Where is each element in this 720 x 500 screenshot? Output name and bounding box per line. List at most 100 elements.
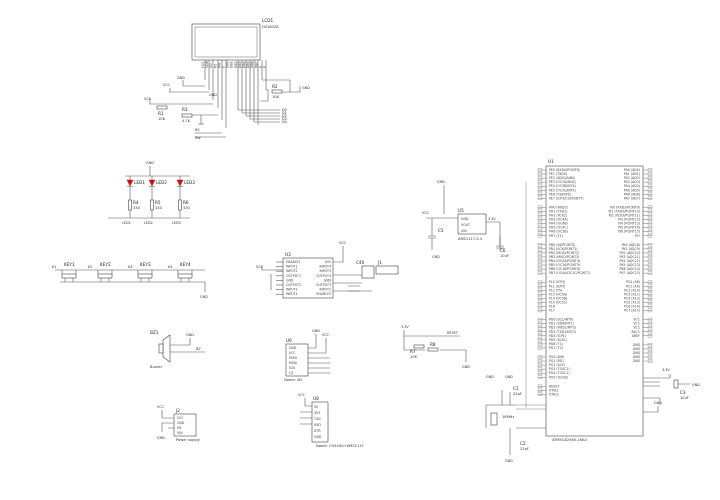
led-net: LED1 <box>122 221 131 225</box>
reg-gnd-bottom: GND <box>432 255 440 259</box>
mcu-right-pin: PA6 (AD6) <box>624 192 640 196</box>
key-net: K3 <box>128 265 132 269</box>
mcu-left-pin: PH2 (XCK2) <box>549 214 567 218</box>
key-ref: KEY1 <box>64 262 75 267</box>
cap3-ref: C3 <box>680 390 686 395</box>
buzzer-gnd: GND <box>186 333 194 337</box>
mcu[interactable]: U1 ATMEGA2560-16AU PE0 (RXD0/PCINT8)PE1 … <box>537 159 653 442</box>
driver-right-pin: INPUT4 <box>319 265 331 269</box>
mcu-right-pin: PC1 (A9) <box>626 284 640 288</box>
driver-right-pin: OUTPUT4 <box>316 274 331 278</box>
mcu-left-pin: PG0 (WR) <box>549 355 564 359</box>
lcd-gnd3-label: GND <box>209 93 217 97</box>
driver-left-pin: INPUT3 <box>286 288 298 292</box>
u5-ref: U5 <box>458 208 464 213</box>
mcu-left-pin: PH4 (OC4B) <box>549 222 568 226</box>
mcu-left-pin: PE0 (RXD0/PCINT8) <box>549 168 580 172</box>
mcu-right-pin: PJ5 (PCINT14) <box>618 226 640 230</box>
key-net: K2 <box>88 265 92 269</box>
mcu-right-pin: AVCC <box>631 330 640 334</box>
key-ref: KEY3 <box>140 262 151 267</box>
pot-val: 10K <box>272 95 280 99</box>
mcu-right-pin: PJ7 <box>635 234 640 238</box>
mcu-left-pin: PH0 (RXD2) <box>549 205 568 209</box>
led-net: LED2 <box>144 221 153 225</box>
lcd-pin-label: DB3 <box>238 61 242 68</box>
reset-net: RESET <box>447 331 459 335</box>
driver-ic[interactable]: U3 ENABLE1INPUT1INPUT2OUTPUT1GNDOUTPUT2I… <box>276 252 334 299</box>
mcu-right-pin: PC5 (A13) <box>624 300 640 304</box>
usb-pin: DTR <box>314 429 321 433</box>
drv-conn-ref: J1 <box>377 260 382 265</box>
mcu-left-pin: PE1 (TXD0) <box>549 172 567 176</box>
u5-pin-vin: VIN <box>461 229 467 233</box>
buzzer[interactable]: BZ1 Buzzer <box>150 330 171 369</box>
regulator[interactable]: U5 GND VOUT VIN AMS1117-3.3 <box>457 208 487 241</box>
mcu-left-pin: PH5 (OC4C) <box>549 226 568 230</box>
key-ref: KEY4 <box>180 262 191 267</box>
r1-val: 10K <box>158 117 166 121</box>
sd-wiring: GND VCC <box>308 329 330 374</box>
driver-right-pin: VSS <box>325 260 331 264</box>
mcu-left-pin: PB5 (OC1A/PCINT5) <box>549 263 580 267</box>
mcu-right-pin: GND <box>633 351 641 355</box>
mcu-left-pin: PB0 (SS/PCINT0) <box>549 243 575 247</box>
mcu-right-pin: PC3 (A11) <box>624 292 640 296</box>
mcu-right-pin: PJ3 (PCINT12) <box>618 218 640 222</box>
mcu-left-pin: XTAL2 <box>549 392 559 396</box>
lcd-d4-net: D4 <box>282 120 287 124</box>
cap2-val: 22pF <box>520 447 529 451</box>
mcu-right-pin: GND <box>633 347 641 351</box>
mcu-right-pin: PC7 (A15) <box>624 309 640 313</box>
mcu-right-pin: PK5 (ADC13) <box>620 263 640 267</box>
reg-gnd-top: GND <box>437 180 445 184</box>
c6-val: 10uF <box>500 254 509 258</box>
r7-val: 10K <box>410 355 418 359</box>
lcd-pin-label: VO <box>209 63 213 68</box>
mcu-right-pin: PC4 (A12) <box>624 296 640 300</box>
lcd-pin-label: DB2 <box>234 61 238 68</box>
c5-ref: C5 <box>438 228 444 233</box>
key-gnd-label: GND <box>200 295 208 299</box>
mcu-right-pins: PA0 (AD0)PA1 (AD1)PA2 (AD2)PA3 (AD3)PA4 … <box>608 168 653 363</box>
mcu-right-pin: PC0 (A8) <box>626 280 640 284</box>
driver-left-pin: INPUT2 <box>286 269 298 273</box>
mcu-left-pin: PD4 (ICP1) <box>549 334 566 338</box>
mcu-left-pin: PB6 (OC1B/PCINT6) <box>549 267 580 271</box>
led-net: LED3 <box>172 221 181 225</box>
mcu-right-pin: PK7 (ADC15) <box>620 271 640 275</box>
mcu-right-pin: PK0 (ADC8) <box>622 243 640 247</box>
led-ref: LED2 <box>156 180 167 185</box>
lcd-rs-net: RS <box>195 128 200 132</box>
mcu-right-pin: PA5 (AD5) <box>624 188 640 192</box>
mcu-left-pin: PL1 (ICP5) <box>549 284 565 288</box>
mcu-right-pin: VCC <box>633 326 640 330</box>
mcu-left-pin: PE5 (OC3C/INT5) <box>549 188 576 192</box>
buzzer-net: BZ <box>196 347 201 351</box>
key-ref: KEY2 <box>100 262 111 267</box>
drv-cap-ref: C40 <box>356 260 365 265</box>
cap1-ref: C1 <box>513 386 519 391</box>
lcd-ref: LCD1 <box>262 18 273 23</box>
reg-vin-label: VCC <box>422 211 430 215</box>
led-ref: LED3 <box>184 180 195 185</box>
u5-pin-gnd: GND <box>461 217 469 221</box>
led-r-val: 330 <box>133 206 141 210</box>
mcu-left-pin: PH6 (OC2B) <box>549 230 568 234</box>
power-vcc: VCC <box>157 405 165 409</box>
mcu-left-pin: PL4 (OC5B) <box>549 296 567 300</box>
mcu-right-pin: AREF <box>632 334 640 338</box>
